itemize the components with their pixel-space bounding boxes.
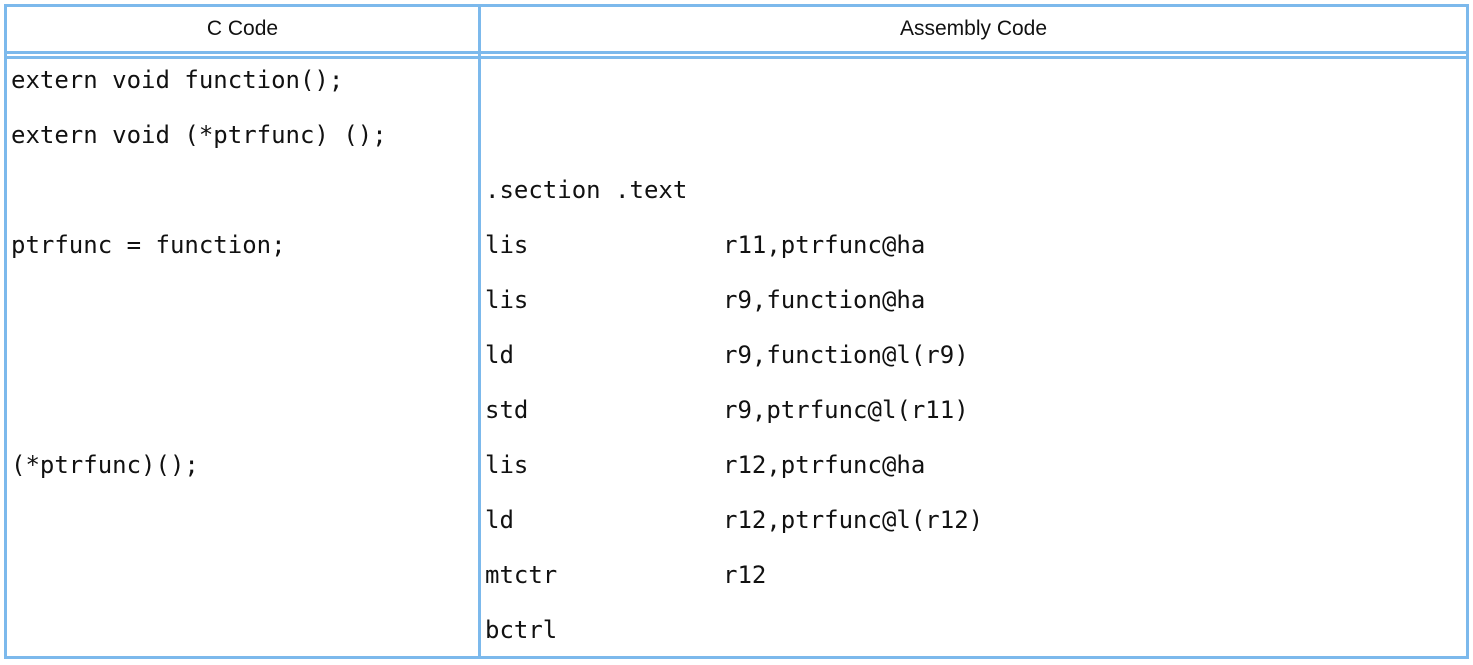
asm-op: mtctr (485, 561, 558, 589)
asm-op: lis (485, 451, 529, 479)
asm-arg: r9,function@l(r9) (723, 341, 969, 369)
c-line-extern-ptrfunc: extern void (*ptrfunc) (); (11, 121, 387, 149)
asm-op: std (485, 396, 529, 424)
asm-op: lis (485, 286, 529, 314)
asm-op: ld (485, 341, 514, 369)
asm-arg: r12 (723, 561, 767, 589)
asm-arg: r12,ptrfunc@ha (723, 451, 926, 479)
asm-arg: r12,ptrfunc@l(r12) (723, 506, 984, 534)
header-row (7, 7, 1466, 54)
asm-arg: r9,function@ha (723, 286, 926, 314)
c-line-assign: ptrfunc = function; (11, 231, 286, 259)
code-comparison-table: C Code Assembly Code extern void functio… (4, 4, 1469, 659)
asm-arg: r9,ptrfunc@l(r11) (723, 396, 969, 424)
assembly-code-header: Assembly Code (899, 17, 1048, 40)
c-line-extern-function: extern void function(); (11, 66, 344, 94)
asm-arg: r11,ptrfunc@ha (723, 231, 926, 259)
asm-section-directive: .section .text (485, 176, 688, 204)
header-divider (7, 56, 1466, 59)
c-code-header: C Code (206, 17, 279, 40)
column-divider (478, 7, 481, 656)
asm-op: bctrl (485, 616, 558, 644)
asm-op: ld (485, 506, 514, 534)
asm-op: lis (485, 231, 529, 259)
c-line-call: (*ptrfunc)(); (11, 451, 199, 479)
